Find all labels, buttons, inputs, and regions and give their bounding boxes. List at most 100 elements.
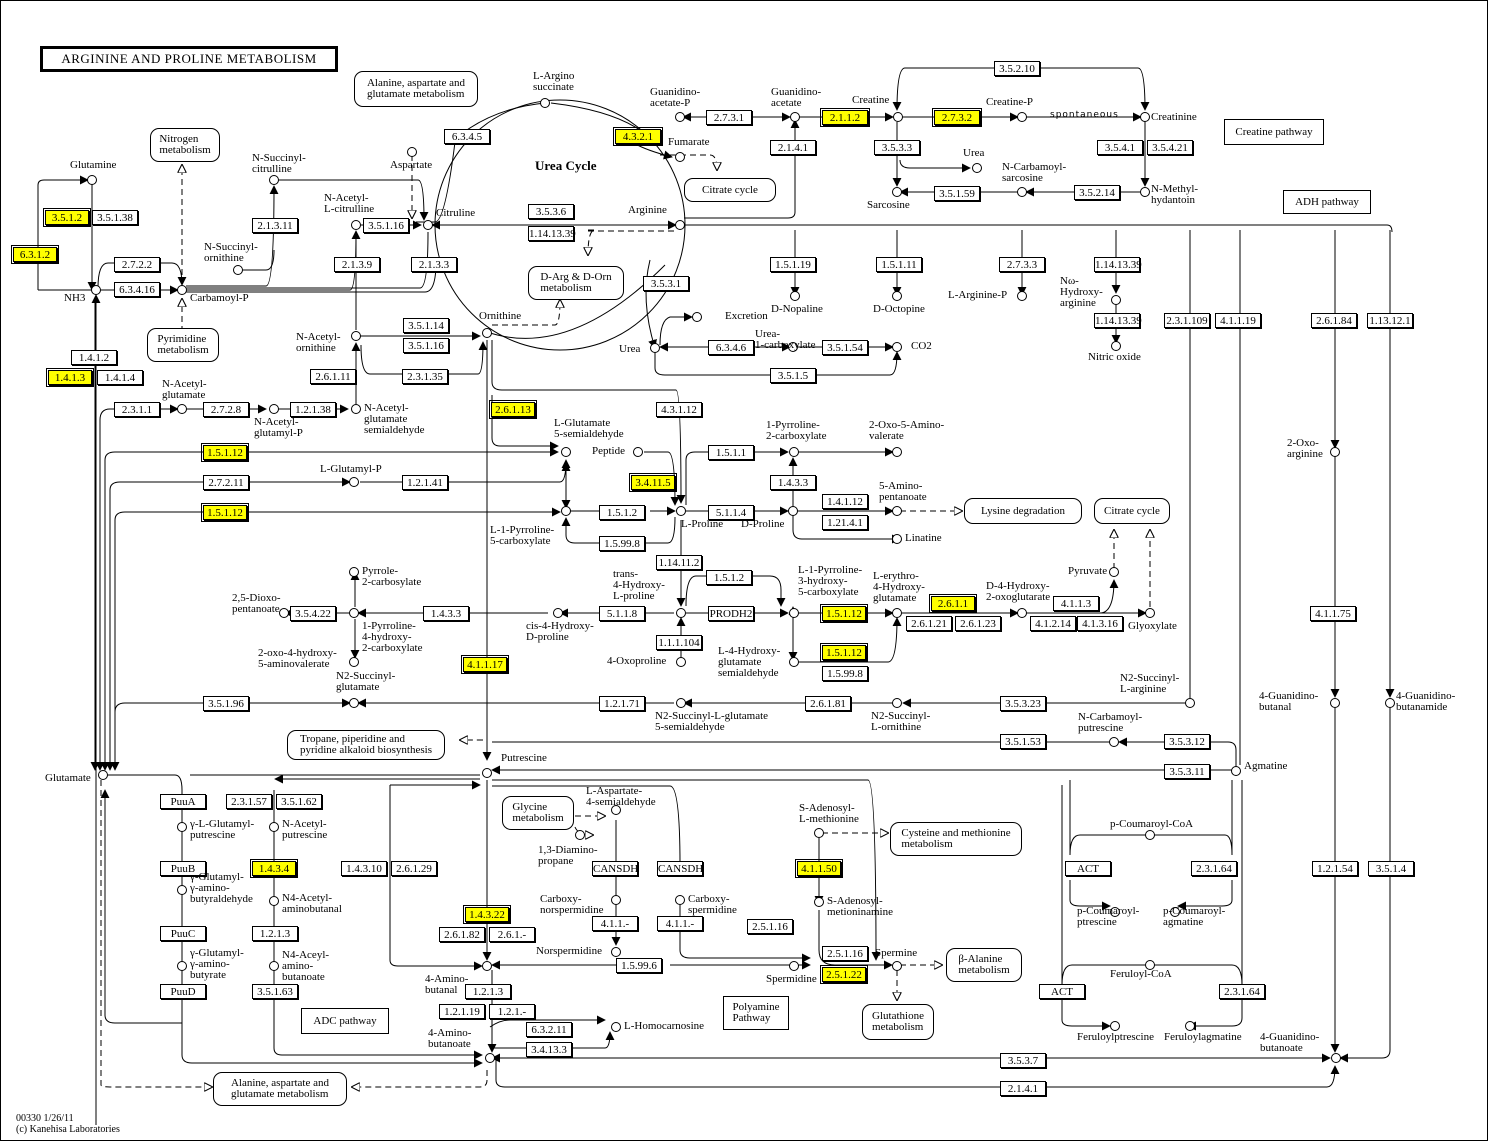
compound-node[interactable] [675, 152, 685, 162]
enzyme-box[interactable]: 3.5.1.4 [1368, 861, 1414, 876]
enzyme-box[interactable]: 3.5.4.22 [290, 606, 336, 621]
enzyme-box[interactable]: 1.4.3.10 [341, 861, 387, 876]
enzyme-box-highlighted[interactable]: 1.4.3.4 [250, 859, 298, 878]
compound-node[interactable] [1330, 447, 1340, 457]
compound-node[interactable] [269, 404, 279, 414]
pathway-box[interactable]: Creatine pathway [1224, 119, 1324, 145]
compound-node[interactable] [575, 830, 585, 840]
map-link[interactable]: Cysteine and methionine metabolism [890, 822, 1022, 856]
compound-node[interactable] [675, 220, 685, 230]
compound-node[interactable] [349, 698, 359, 708]
enzyme-box-highlighted[interactable]: 4.1.1.50 [795, 859, 843, 878]
compound-node[interactable] [482, 961, 492, 971]
enzyme-box[interactable]: ACT [1039, 984, 1085, 999]
enzyme-box[interactable]: CANSDH [592, 861, 639, 876]
enzyme-box[interactable]: 2.1.3.11 [252, 218, 298, 233]
enzyme-box[interactable]: 2.3.1.64 [1191, 861, 1237, 876]
compound-node[interactable] [349, 477, 359, 487]
enzyme-box-highlighted[interactable]: 6.3.1.2 [11, 245, 59, 264]
compound-node[interactable] [349, 608, 359, 618]
enzyme-box[interactable]: 2.6.1.- [489, 927, 535, 942]
compound-node[interactable] [650, 343, 660, 353]
enzyme-box[interactable]: ACT [1065, 861, 1111, 876]
enzyme-box[interactable]: 1.2.1.38 [290, 402, 336, 417]
enzyme-box[interactable]: 3.5.1.16 [403, 338, 449, 353]
compound-node[interactable] [351, 331, 361, 341]
compound-node[interactable] [676, 506, 686, 516]
compound-node[interactable] [1110, 1021, 1120, 1031]
enzyme-box[interactable]: 4.1.1.19 [1215, 313, 1261, 328]
enzyme-box-highlighted[interactable]: 3.5.1.2 [43, 208, 91, 227]
enzyme-box-highlighted[interactable]: 1.5.1.12 [201, 503, 249, 522]
compound-node[interactable] [177, 822, 187, 832]
enzyme-box-highlighted[interactable]: 1.5.1.12 [820, 604, 868, 623]
compound-node[interactable] [1140, 112, 1150, 122]
enzyme-box[interactable]: 1.14.13.39 [528, 226, 576, 241]
enzyme-box[interactable]: 3.5.1.14 [403, 318, 449, 333]
enzyme-box[interactable]: 3.5.1.38 [92, 210, 138, 225]
enzyme-box[interactable]: 1.2.1.19 [439, 1004, 485, 1019]
compound-node[interactable] [269, 175, 279, 185]
compound-node[interactable] [892, 291, 902, 301]
enzyme-box[interactable]: 1.5.1.2 [599, 505, 645, 520]
enzyme-box[interactable]: 2.7.2.8 [203, 402, 249, 417]
enzyme-box[interactable]: 3.5.1.54 [822, 340, 868, 355]
enzyme-box[interactable]: 2.7.3.1 [706, 110, 752, 125]
pathway-box[interactable]: Polyamine Pathway [723, 996, 789, 1030]
enzyme-box[interactable]: 3.5.3.6 [528, 204, 574, 219]
compound-node[interactable] [790, 291, 800, 301]
enzyme-box-highlighted[interactable]: 4.3.2.1 [613, 127, 663, 146]
enzyme-box[interactable]: 4.3.1.12 [656, 402, 702, 417]
compound-node[interactable] [1145, 960, 1155, 970]
enzyme-box[interactable]: 1.21.4.1 [822, 515, 868, 530]
enzyme-box[interactable]: 5.1.1.4 [708, 505, 754, 520]
map-link[interactable]: D-Arg & D-Orn metabolism [528, 266, 624, 300]
enzyme-box[interactable]: 1.2.1.41 [402, 475, 448, 490]
compound-node[interactable] [676, 698, 686, 708]
enzyme-box[interactable]: 1.1.1.104 [656, 635, 702, 650]
enzyme-box[interactable]: 2.1.3.9 [334, 257, 380, 272]
enzyme-box[interactable]: 3.5.1.63 [252, 984, 298, 999]
enzyme-box[interactable]: 3.5.3.11 [1164, 764, 1210, 779]
compound-node[interactable] [1017, 608, 1027, 618]
map-link[interactable]: Pyrimidine metabolism [147, 328, 219, 362]
compound-node[interactable] [269, 961, 279, 971]
enzyme-box[interactable]: 1.4.1.4 [97, 370, 143, 385]
enzyme-box[interactable]: 2.3.1.1 [114, 402, 160, 417]
compound-node[interactable] [611, 947, 621, 957]
map-link[interactable]: Alanine, aspartate and glutamate metabol… [213, 1072, 347, 1106]
compound-node[interactable] [553, 608, 563, 618]
compound-node[interactable] [788, 342, 798, 352]
map-link[interactable]: Citrate cycle [684, 178, 776, 202]
enzyme-box[interactable]: PuuC [160, 926, 206, 941]
compound-node[interactable] [892, 961, 902, 971]
compound-node[interactable] [675, 112, 685, 122]
enzyme-box[interactable]: 3.5.2.10 [994, 61, 1040, 76]
pathway-box[interactable]: ADH pathway [1283, 190, 1371, 214]
compound-node[interactable] [892, 534, 902, 544]
compound-node[interactable] [349, 567, 359, 577]
enzyme-box[interactable]: 6.3.4.6 [708, 340, 754, 355]
enzyme-box[interactable]: 3.5.4.21 [1147, 140, 1193, 155]
compound-node[interactable] [675, 895, 685, 905]
enzyme-box[interactable]: 2.5.1.16 [822, 946, 868, 961]
map-link[interactable]: β-Alanine metabolism [946, 948, 1022, 982]
compound-node[interactable] [1185, 698, 1195, 708]
compound-node[interactable] [269, 896, 279, 906]
compound-node[interactable] [892, 187, 902, 197]
enzyme-box[interactable]: 3.5.3.23 [1000, 696, 1046, 711]
compound-node[interactable] [233, 265, 243, 275]
enzyme-box[interactable]: 3.5.1.62 [276, 794, 322, 809]
enzyme-box[interactable]: 4.1.1.- [657, 916, 703, 931]
enzyme-box[interactable]: 1.2.1.71 [599, 696, 645, 711]
enzyme-box-highlighted[interactable]: 2.6.1.1 [929, 594, 977, 613]
compound-node[interactable] [177, 404, 187, 414]
compound-node[interactable] [482, 328, 492, 338]
compound-node[interactable] [98, 770, 108, 780]
enzyme-box[interactable]: 1.5.1.11 [876, 257, 922, 272]
compound-node[interactable] [814, 897, 824, 907]
enzyme-box[interactable]: 1.13.12.1 [1367, 313, 1413, 328]
compound-node[interactable] [1185, 1021, 1195, 1031]
map-link[interactable]: Nitrogen metabolism [150, 128, 220, 162]
compound-node[interactable] [1231, 766, 1241, 776]
